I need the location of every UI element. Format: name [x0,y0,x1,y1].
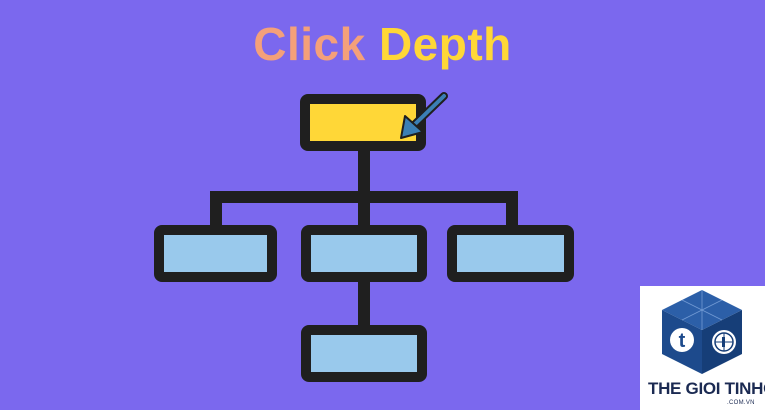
child-node-right [447,225,574,282]
child-node-middle [301,225,427,282]
title-word-depth: Depth [378,18,512,70]
page-title: Click Depth [0,14,765,74]
watermark-panel: t [640,286,765,410]
cube-logo-icon: t [662,290,742,374]
cursor-arrow-icon [400,92,448,139]
watermark-brand: THE GIOI TINHOC [648,379,765,399]
child-node-left [154,225,277,282]
connector-lines [210,148,518,332]
brand-part2: TINHOC [724,379,765,398]
title-word-click: Click [253,18,366,70]
watermark-domain: .COM.VN [727,400,755,406]
brand-part1: THE GIOI [648,379,725,398]
svg-text:t: t [679,330,686,352]
grandchild-node [301,325,427,382]
